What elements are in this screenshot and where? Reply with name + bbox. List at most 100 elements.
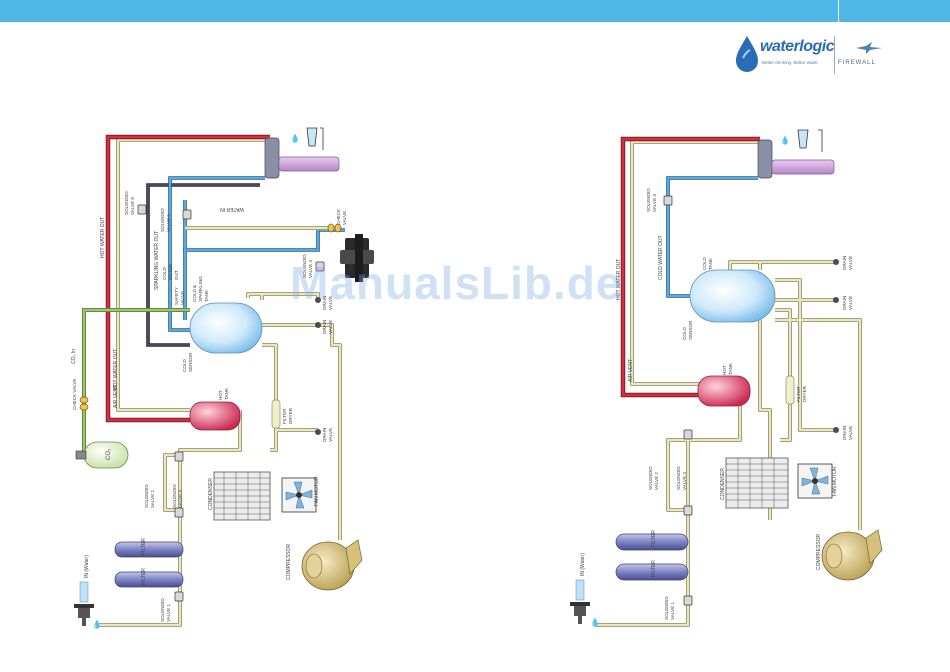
svg-text:SENSOR: SENSOR <box>188 352 193 372</box>
partner-name: FIREWALL <box>838 60 876 66</box>
svg-text:SOLENOID: SOLENOID <box>648 466 653 490</box>
solenoid-valve-1 <box>683 595 693 606</box>
svg-text:CHECK: CHECK <box>336 208 341 225</box>
svg-text:FILTER: FILTER <box>796 386 801 402</box>
label-co2: CO₂ <box>106 448 112 460</box>
svg-text:HOT: HOT <box>722 365 727 375</box>
brand-logo: waterlogic Better drinking. Better water… <box>734 34 904 78</box>
label-sparkling-water-out: SPARKLING WATER OUT <box>154 231 160 290</box>
svg-text:VALVE: VALVE <box>848 256 853 270</box>
header-bar <box>0 0 950 22</box>
water-drops-icon: 💧 <box>590 617 600 627</box>
svg-text:VALVE 6: VALVE 6 <box>130 197 135 215</box>
label-filter-a: FILTER <box>651 530 657 547</box>
drain-valve <box>315 297 321 303</box>
drain-valve <box>315 322 321 328</box>
label-filter-b: FILTER <box>651 560 657 577</box>
drain-valve <box>833 427 839 433</box>
label-check-valve-co2: CHECK VALVE <box>72 379 77 411</box>
svg-text:VALVE: VALVE <box>328 320 333 334</box>
svg-text:DRAIN: DRAIN <box>322 296 327 310</box>
label-compressor: COMPRESSOR <box>286 543 292 580</box>
svg-text:COLD &: COLD & <box>192 285 197 302</box>
label-in-water: IN (Water) <box>580 553 586 576</box>
glass-icon <box>306 127 324 150</box>
co2-cylinder <box>75 441 129 469</box>
svg-text:VALVE 2: VALVE 2 <box>150 490 155 508</box>
svg-text:DRAIN: DRAIN <box>322 428 327 442</box>
drain-valve <box>833 259 839 265</box>
svg-text:HOT: HOT <box>218 390 223 400</box>
label-air-vent: AIR VENT <box>113 385 119 408</box>
svg-text:VALVE: VALVE <box>328 428 333 442</box>
filter-cartridges <box>615 533 689 581</box>
svg-text:CHECK VALVE: CHECK VALVE <box>72 379 77 411</box>
pump <box>340 234 374 282</box>
compressor <box>301 539 363 591</box>
label-hot-water-out: HOT WATER OUT <box>616 259 622 300</box>
svg-text:TANK: TANK <box>708 257 713 270</box>
solenoid-valve-3 <box>174 507 184 518</box>
label-condenser: CONDENSER <box>208 478 214 510</box>
svg-text:DRAIN: DRAIN <box>842 296 847 310</box>
solenoid-valve-5 <box>182 209 192 220</box>
dispense-head <box>264 137 280 179</box>
label-filter-b: FILTER <box>141 568 147 585</box>
firewall-bird-icon <box>856 42 882 54</box>
cold-sparkling-tank <box>189 302 263 354</box>
label-co2-in: CO₂ In <box>71 349 77 364</box>
filter-dryer <box>785 375 795 405</box>
svg-text:OUT: OUT <box>174 270 179 280</box>
label-filter-a: FILTER <box>141 538 147 555</box>
svg-text:VALVE: VALVE <box>848 426 853 440</box>
logo-divider <box>834 36 835 74</box>
water-drops-icon: 💧 <box>290 133 300 143</box>
brand-tagline: Better drinking. Better water. <box>762 60 819 65</box>
svg-text:TANK: TANK <box>224 387 229 400</box>
svg-text:SOLENOID: SOLENOID <box>144 484 149 508</box>
solenoid-valve-6 <box>137 204 147 215</box>
uv-lamp <box>771 159 835 175</box>
label-in-water: IN (Water) <box>84 555 90 578</box>
svg-text:DRAIN: DRAIN <box>842 256 847 270</box>
svg-text:COLD: COLD <box>702 257 707 270</box>
filter-dryer <box>271 399 281 429</box>
right-diagram: 💧 <box>570 129 883 627</box>
label-condenser: CONDENSER <box>720 468 726 500</box>
uv-lamp <box>278 156 340 172</box>
condenser <box>725 457 789 509</box>
svg-text:TANK: TANK <box>204 289 209 302</box>
water-inlet-tap-icon <box>570 579 590 624</box>
solenoid-valve-2 <box>683 429 693 440</box>
svg-text:WATER: WATER <box>168 263 173 280</box>
svg-text:COLD: COLD <box>682 327 687 340</box>
label-hot-water-out-2: HOT WATER OUT <box>113 349 119 390</box>
svg-text:VALVE 4: VALVE 4 <box>308 260 313 278</box>
svg-text:VALVE 3: VALVE 3 <box>682 472 687 490</box>
svg-text:SOLENOID: SOLENOID <box>160 208 165 232</box>
hot-tank <box>189 401 241 431</box>
svg-text:SPARKLING: SPARKLING <box>198 276 203 302</box>
svg-text:SOLENOID: SOLENOID <box>124 191 129 215</box>
svg-text:SAFETY: SAFETY <box>174 287 179 305</box>
label-fan-motor: FAN MOTOR <box>832 466 838 496</box>
condenser <box>213 471 271 521</box>
svg-text:VALVE 3: VALVE 3 <box>178 490 183 508</box>
